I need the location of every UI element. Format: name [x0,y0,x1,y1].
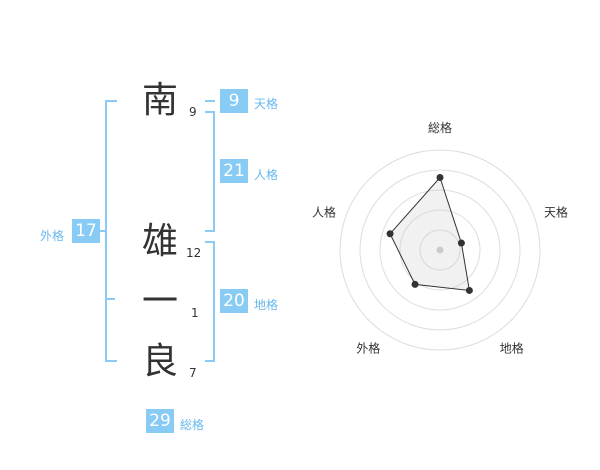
radar-axis-label-2: 天格 [544,204,568,219]
gaikaku-badge: 17 [72,219,100,243]
gaikaku-bracket-divider [105,298,115,300]
radar-axis-label-4: 外格 [356,341,380,356]
name-char-1: 南 [141,80,178,121]
tenkaku-badge: 9 [220,89,248,113]
soukaku-label: 総格 [180,418,205,432]
radar-center-dot [436,246,444,254]
chikaku-bracket [205,241,215,362]
chikaku-badge: 20 [220,289,248,313]
jinkaku-badge: 21 [220,159,248,183]
name-char-2: 雄 [141,221,178,262]
radar-axis-label-3: 地格 [500,341,524,356]
gaikaku-bracket [105,100,117,362]
gaikaku-bracket-stub [95,230,105,232]
jinkaku-label: 人格 [254,168,279,182]
stroke-count-2: 12 [186,246,202,260]
tenkaku-bracket [205,100,215,102]
name-char-3: 一 [141,281,178,322]
stroke-count-4: 7 [189,366,197,380]
stroke-count-1: 9 [189,105,197,119]
tenkaku-label: 天格 [254,97,279,111]
radar-axis-label-5: 人格 [312,204,336,219]
radar-ring-1 [419,229,461,271]
chikaku-label: 地格 [254,298,279,312]
stroke-count-3: 1 [191,306,199,320]
radar-ring-2 [399,209,481,291]
radar-ring-3 [379,189,501,311]
radar-point-1 [436,174,444,181]
radar-point-3 [465,286,473,294]
radar-axis-label-1: 総格 [428,120,452,135]
name-char-4: 良 [141,341,178,382]
gaikaku-label: 外格 [40,229,65,243]
radar-ring-5 [339,149,541,351]
radar-point-2 [457,239,465,247]
jinkaku-bracket [205,111,215,232]
soukaku-badge: 29 [146,409,174,433]
radar-series-polygon [389,176,470,292]
radar-point-5 [386,230,394,238]
radar-ring-4 [359,169,521,331]
radar-point-4 [411,280,419,288]
